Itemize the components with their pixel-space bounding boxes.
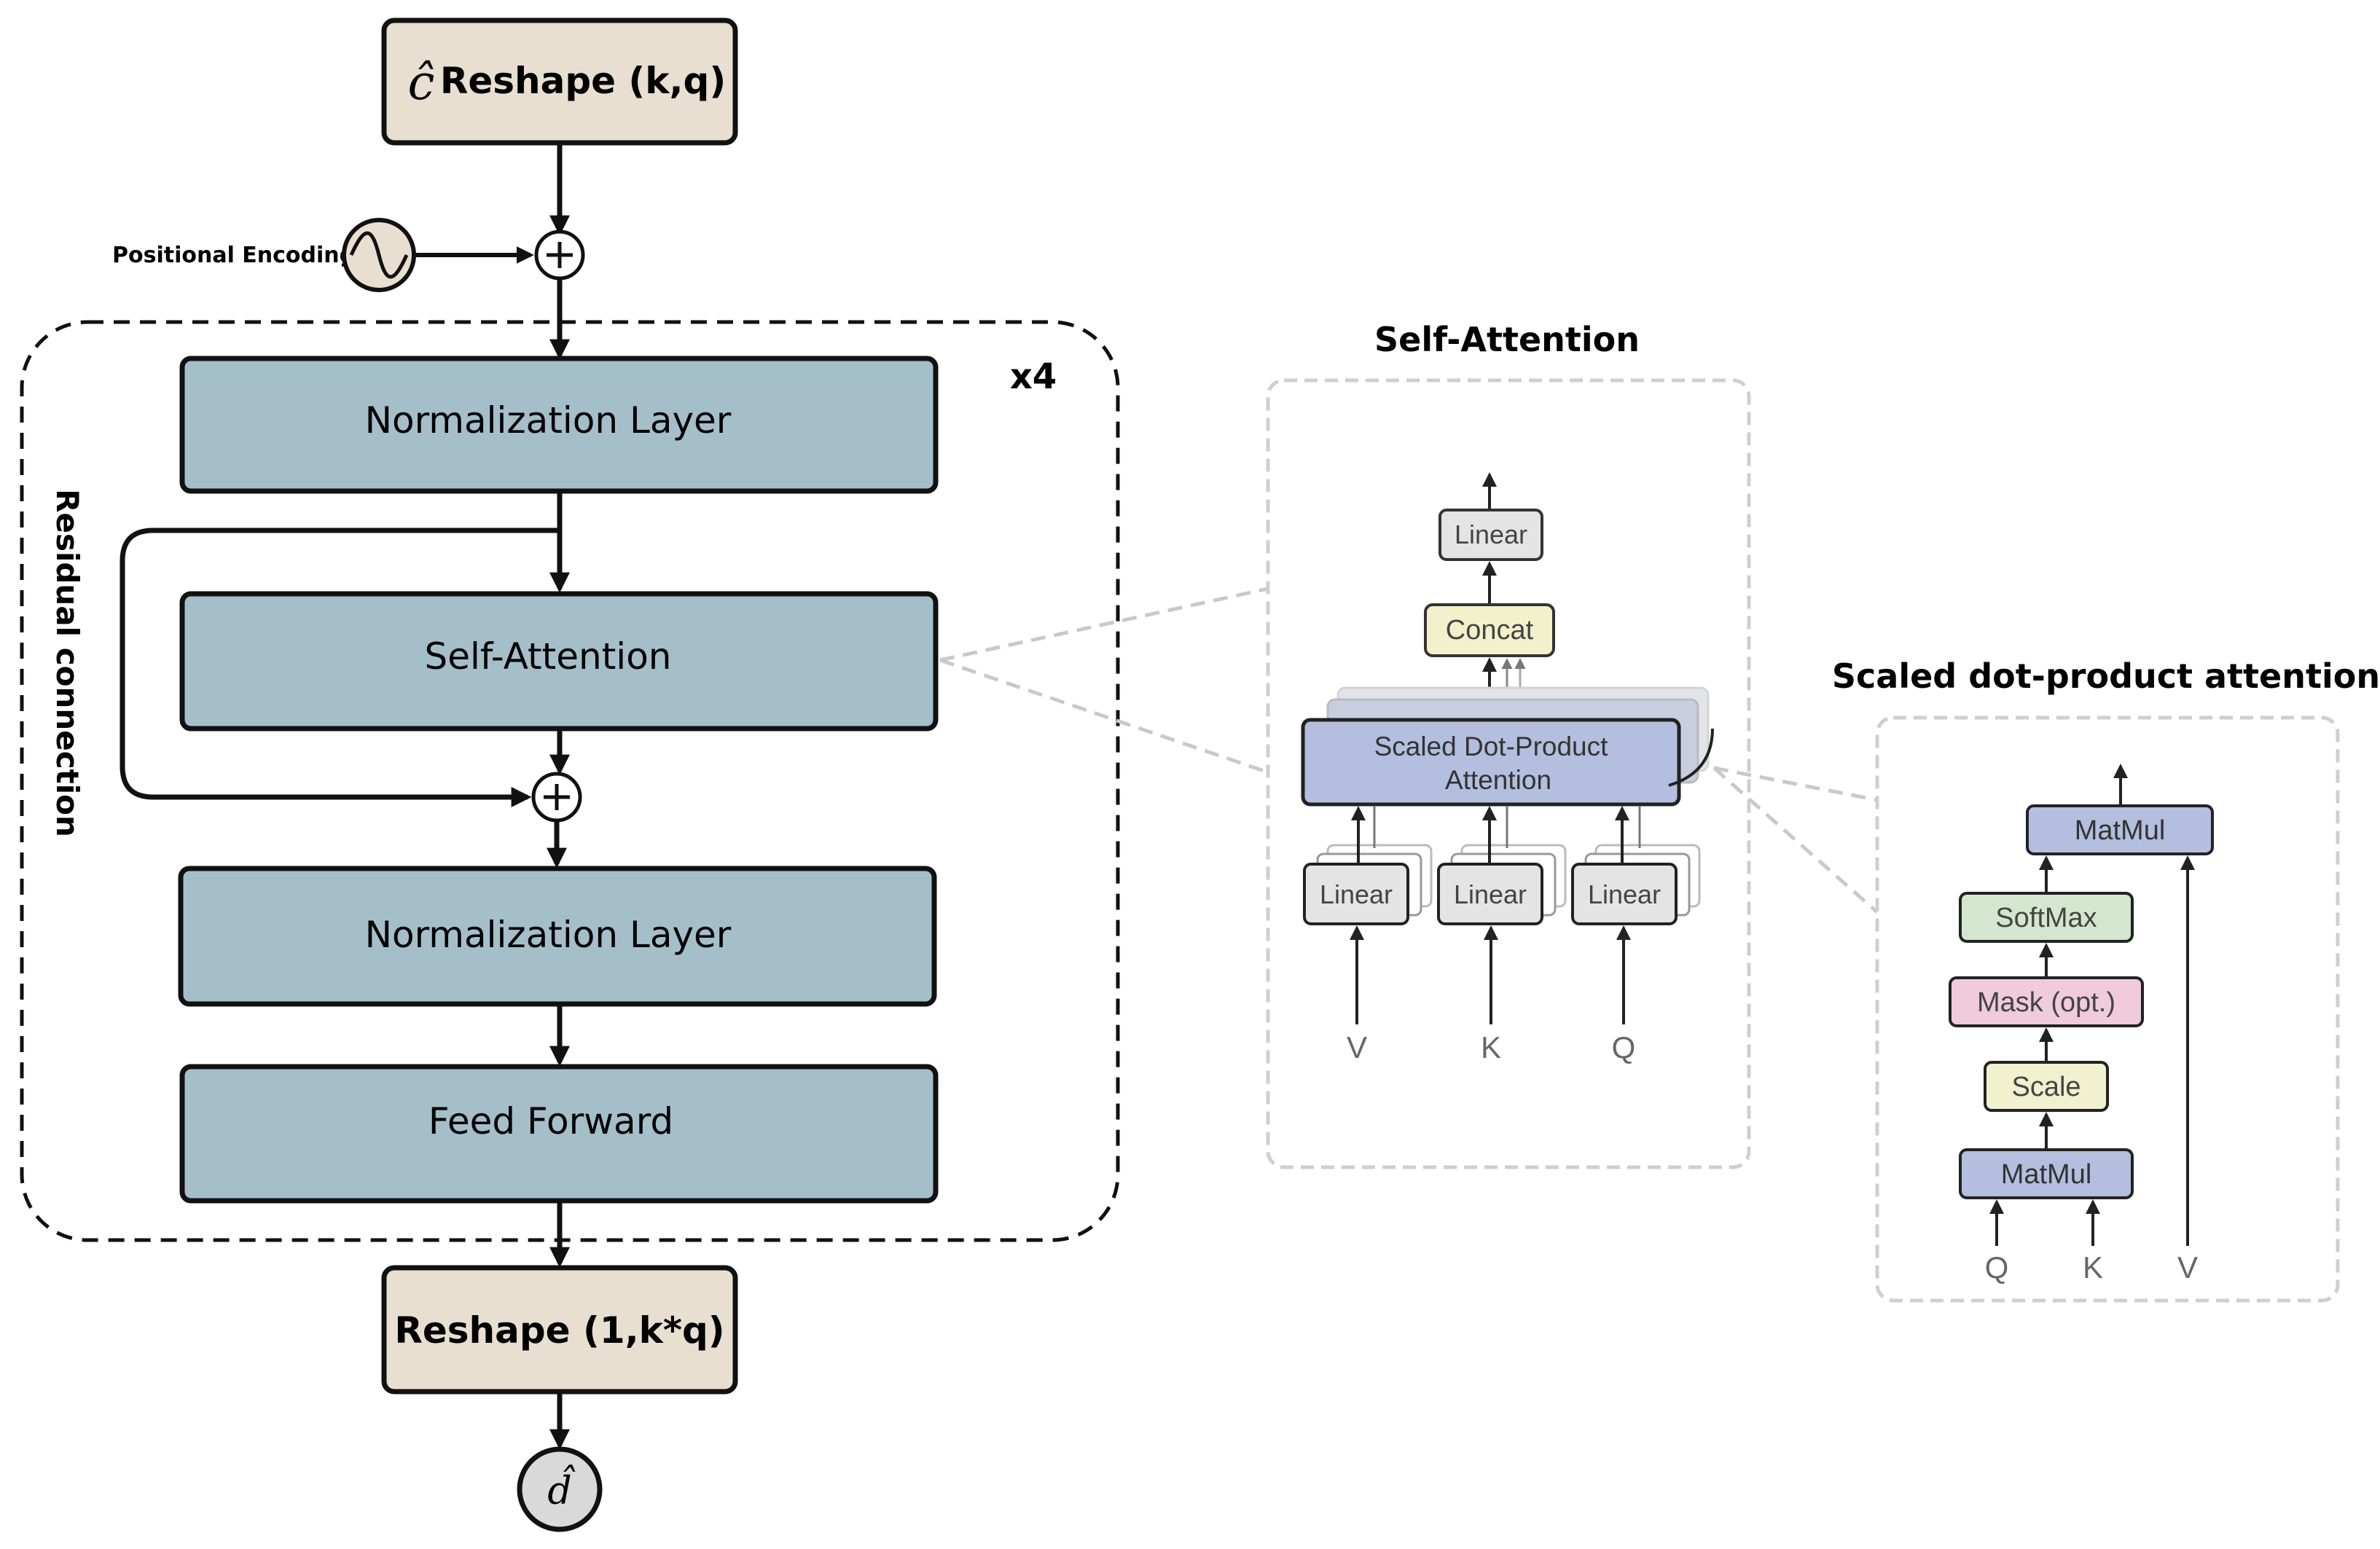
svg-text:Scale: Scale [2011,1072,2080,1102]
svg-text:Self-Attention: Self-Attention [425,635,672,678]
zoom-connector-top [939,587,1269,662]
add-node-residual [531,772,582,823]
svg-text:Scaled Dot-Product: Scaled Dot-Product [1374,732,1609,761]
residual-connection-label: Residual connection [50,489,85,837]
sa-input-k-label: K [1481,1030,1501,1064]
svg-text:Mask (opt.): Mask (opt.) [1977,987,2115,1018]
repeated-block-container [20,320,1120,1242]
svg-text:Normalization Layer: Normalization Layer [365,399,732,442]
output-reshape-node: Reshape (1,k*q) [381,1265,738,1395]
sdpa-matmul-top-node: MatMul [2026,804,2214,855]
input-reshape-label: Reshape (k,q) [440,60,726,102]
output-d-hat-node: d̂ [517,1446,603,1532]
zoom-connector-sdpa-bottom [1712,766,1879,914]
svg-text:Feed Forward: Feed Forward [428,1100,673,1142]
c-hat-symbol: ĉ [408,55,435,111]
sa-linear-q-node: Linear [1571,863,1678,925]
feed-forward-block: Feed Forward [179,1064,939,1204]
input-reshape-node: ĉ Reshape (k,q) [381,17,738,146]
sdpa-input-k-label: K [2083,1250,2103,1285]
svg-text:Linear: Linear [1454,879,1527,909]
positional-encoding-label: Positional Encoding [112,243,355,268]
svg-text:Linear: Linear [1455,519,1527,549]
sdpa-panel-frame [1875,715,2340,1303]
sdpa-panel-title: Scaled dot-product attention [1832,656,2380,696]
svg-text:MatMul: MatMul [2075,815,2166,846]
sdpa-scale-node: Scale [1984,1061,2109,1112]
sa-linear-k-node: Linear [1437,863,1543,925]
svg-text:d̂: d̂ [547,1465,576,1513]
sa-concat-node: Concat [1424,603,1555,657]
sdpa-input-q-label: Q [1985,1250,2009,1285]
self-attention-panel-title: Self-Attention [1374,320,1640,359]
svg-text:Reshape (1,k*q): Reshape (1,k*q) [394,1309,724,1352]
sa-linear-v-node: Linear [1303,863,1409,925]
sa-input-v-label: V [1347,1030,1367,1064]
sdpa-softmax-node: SoftMax [1959,892,2134,943]
sdpa-input-v-label: V [2177,1250,2198,1285]
svg-text:SoftMax: SoftMax [1995,903,2097,933]
sa-input-q-label: Q [1612,1030,1636,1064]
sa-scaled-dot-product-node: Scaled Dot-Product Attention [1301,718,1681,807]
residual-path [120,528,560,807]
self-attention-panel-frame [1266,378,1751,1169]
zoom-connector-sdpa-top [1713,766,1878,802]
svg-text:Linear: Linear [1320,879,1393,909]
svg-text:Linear: Linear [1588,879,1661,909]
sdpa-matmul-bottom-node: MatMul [1959,1148,2134,1199]
zoom-connector-bottom [939,658,1269,774]
sa-linear-output-node: Linear [1438,509,1543,561]
svg-text:Concat: Concat [1446,615,1534,646]
repeat-count-label: x4 [1010,356,1057,397]
svg-text:Attention: Attention [1445,765,1551,795]
self-attention-block: Self-Attention [179,591,939,732]
svg-text:Normalization Layer: Normalization Layer [365,914,732,956]
sdpa-mask-node: Mask (opt.) [1949,976,2144,1027]
svg-text:MatMul: MatMul [2001,1159,2092,1190]
normalization-layer-1: Normalization Layer [179,356,939,494]
sa-heads-bracket [1668,728,1714,787]
positional-encoding-icon [342,218,416,292]
add-node-positional [534,230,585,281]
normalization-layer-2: Normalization Layer [178,866,937,1007]
